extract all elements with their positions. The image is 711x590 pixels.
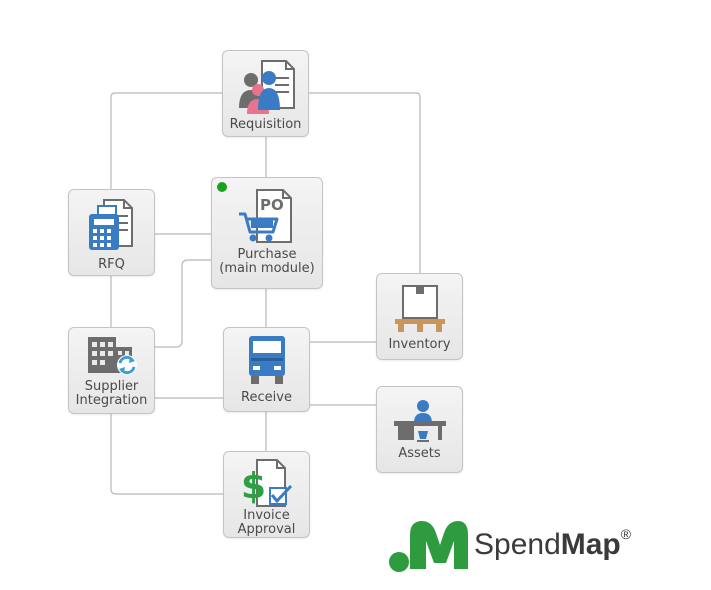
- invoice-approval-label: Invoice Approval: [237, 508, 296, 537]
- desk-assets-icon: [393, 400, 446, 442]
- active-status-dot: [217, 182, 227, 192]
- brand-name-bold: Map: [560, 528, 621, 561]
- requisition-icon: [238, 60, 295, 114]
- invoice-approval-node[interactable]: $ Invoice Approval: [223, 451, 310, 538]
- trademark-symbol: ®: [620, 526, 632, 542]
- purchase-order-cart-icon: PO: [239, 189, 292, 243]
- spendmap-logo: SpendMap®: [388, 512, 688, 576]
- supplier-integration-icon: [87, 337, 137, 375]
- connector-requisition-inventory: [309, 92, 421, 274]
- purchase-node[interactable]: PO Purchase (main module): [211, 177, 323, 289]
- receive-node[interactable]: Receive: [223, 327, 310, 412]
- assets-node[interactable]: Assets: [376, 386, 463, 473]
- truck-icon: [248, 336, 285, 384]
- brand-name-regular: Spend: [474, 528, 561, 561]
- svg-text:$: $: [241, 466, 266, 507]
- supplier-integration-node[interactable]: Supplier Integration: [68, 327, 155, 414]
- inventory-label: Inventory: [388, 337, 451, 352]
- supplier-integration-label: Supplier Integration: [75, 379, 148, 408]
- rfq-icon: [88, 199, 133, 250]
- purchase-label: Purchase (main module): [219, 247, 315, 276]
- rfq-label: RFQ: [98, 257, 125, 272]
- inventory-node[interactable]: Inventory: [376, 273, 463, 360]
- connector-supplier-invoice: [110, 414, 223, 495]
- connector-purchase-supplier: [155, 259, 211, 348]
- connector-requisition-rfq: [110, 92, 222, 190]
- assets-label: Assets: [398, 446, 441, 461]
- requisition-label: Requisition: [229, 117, 302, 132]
- spendmap-m-logo-mark: [389, 521, 468, 572]
- inventory-box-icon: [394, 285, 445, 332]
- requisition-node[interactable]: Requisition: [222, 50, 309, 137]
- rfq-node[interactable]: RFQ: [68, 189, 155, 276]
- invoice-approval-icon: $: [241, 459, 292, 507]
- spendmap-wordmark: SpendMap®: [474, 526, 632, 562]
- receive-label: Receive: [241, 390, 292, 405]
- svg-text:PO: PO: [260, 196, 284, 214]
